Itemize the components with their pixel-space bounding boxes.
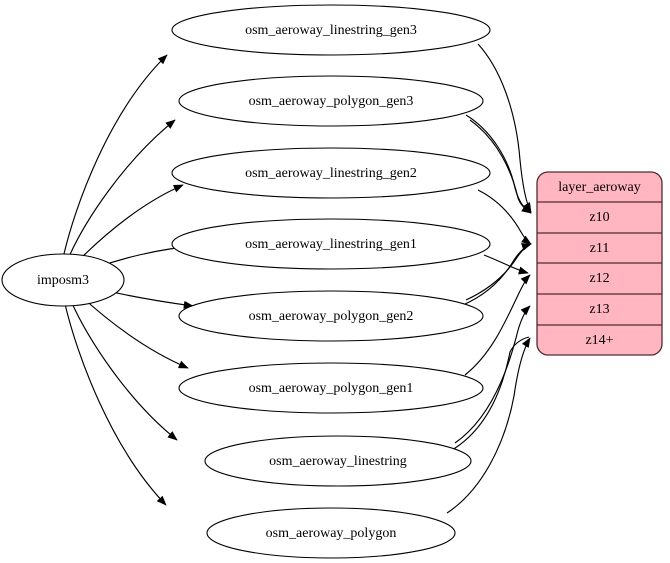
linestring-gen3-label: osm_aeroway_linestring_gen3 [245, 23, 417, 38]
layer-row-z11-label[interactable]: z11 [590, 241, 610, 256]
layer-row-z10-label[interactable]: z10 [589, 210, 609, 225]
polygon-gen3-ellipse[interactable] [178, 75, 484, 127]
node-osm-aeroway-linestring-gen2[interactable]: osm_aeroway_linestring_gen2 [171, 147, 491, 199]
edge-imposm3-to-polygon-gen3 [67, 119, 176, 260]
node-osm-aeroway-polygon-gen3[interactable]: osm_aeroway_polygon_gen3 [178, 75, 484, 127]
edge-imposm3-to-polygon [64, 303, 167, 506]
polygon-ellipse[interactable] [206, 507, 456, 559]
edge-bundle-z14p-secondary [451, 336, 530, 451]
edge-bundle-z11-secondary [462, 244, 531, 306]
linestring-label: osm_aeroway_linestring [269, 454, 407, 469]
polygon-gen2-label: osm_aeroway_polygon_gen2 [249, 309, 414, 324]
linestring-gen2-ellipse[interactable] [171, 147, 491, 199]
imposm3-label: imposm3 [37, 273, 89, 288]
layer-aeroway-outline [536, 171, 663, 356]
layer-row-z13-label[interactable]: z13 [589, 302, 609, 317]
layer-aeroway-header-label: layer_aeroway [558, 180, 640, 195]
edge-polygon-gen1-to-z12 [464, 274, 531, 376]
node-osm-aeroway-polygon-gen2[interactable]: osm_aeroway_polygon_gen2 [178, 290, 484, 342]
edge-linestring-gen2-to-z11 [477, 189, 532, 245]
polygon-gen2-ellipse[interactable] [178, 290, 484, 342]
edge-linestring-gen3-to-z10 [477, 43, 532, 213]
node-osm-aeroway-linestring[interactable]: osm_aeroway_linestring [204, 435, 472, 487]
polygon-gen1-label: osm_aeroway_polygon_gen1 [249, 381, 414, 396]
layer-aeroway-rows [537, 201, 662, 326]
linestring-ellipse[interactable] [204, 435, 472, 487]
polygon-gen3-label: osm_aeroway_polygon_gen3 [249, 94, 414, 109]
layer-row-z12-label[interactable]: z12 [589, 271, 609, 286]
linestring-gen1-label: osm_aeroway_linestring_gen1 [245, 237, 417, 252]
edge-polygon-to-z14p [446, 337, 531, 514]
edge-imposm3-to-polygon-gen1 [81, 296, 189, 369]
polygon-label: osm_aeroway_polygon [266, 526, 397, 541]
polygon-gen1-ellipse[interactable] [178, 362, 484, 414]
edge-imposm3-to-linestring-gen2 [76, 184, 184, 263]
node-osm-aeroway-linestring-gen3[interactable]: osm_aeroway_linestring_gen3 [171, 4, 491, 56]
linestring-gen3-ellipse[interactable] [171, 4, 491, 56]
layer-row-z14p-label[interactable]: z14+ [585, 333, 613, 348]
edge-imposm3-to-linestring-gen3 [62, 54, 168, 259]
linestring-gen2-label: osm_aeroway_linestring_gen2 [245, 166, 417, 181]
edge-imposm3-to-linestring [70, 300, 178, 441]
edge-bundle-z10-secondary [469, 119, 532, 214]
linestring-gen1-ellipse[interactable] [171, 218, 491, 270]
node-layer-aeroway[interactable]: layer_aeroway z10 z11 z12 z13 z14+ [536, 171, 663, 356]
edges-source-to-tables [62, 54, 196, 506]
node-osm-aeroway-linestring-gen1[interactable]: osm_aeroway_linestring_gen1 [171, 218, 491, 270]
node-osm-aeroway-polygon[interactable]: osm_aeroway_polygon [206, 507, 456, 559]
node-osm-aeroway-polygon-gen1[interactable]: osm_aeroway_polygon_gen1 [178, 362, 484, 414]
edge-linestring-gen1-to-z12 [483, 254, 529, 275]
edges-tables-to-layer [446, 43, 532, 514]
node-imposm3[interactable]: imposm3 [1, 253, 125, 307]
imposm3-ellipse[interactable] [1, 253, 125, 307]
